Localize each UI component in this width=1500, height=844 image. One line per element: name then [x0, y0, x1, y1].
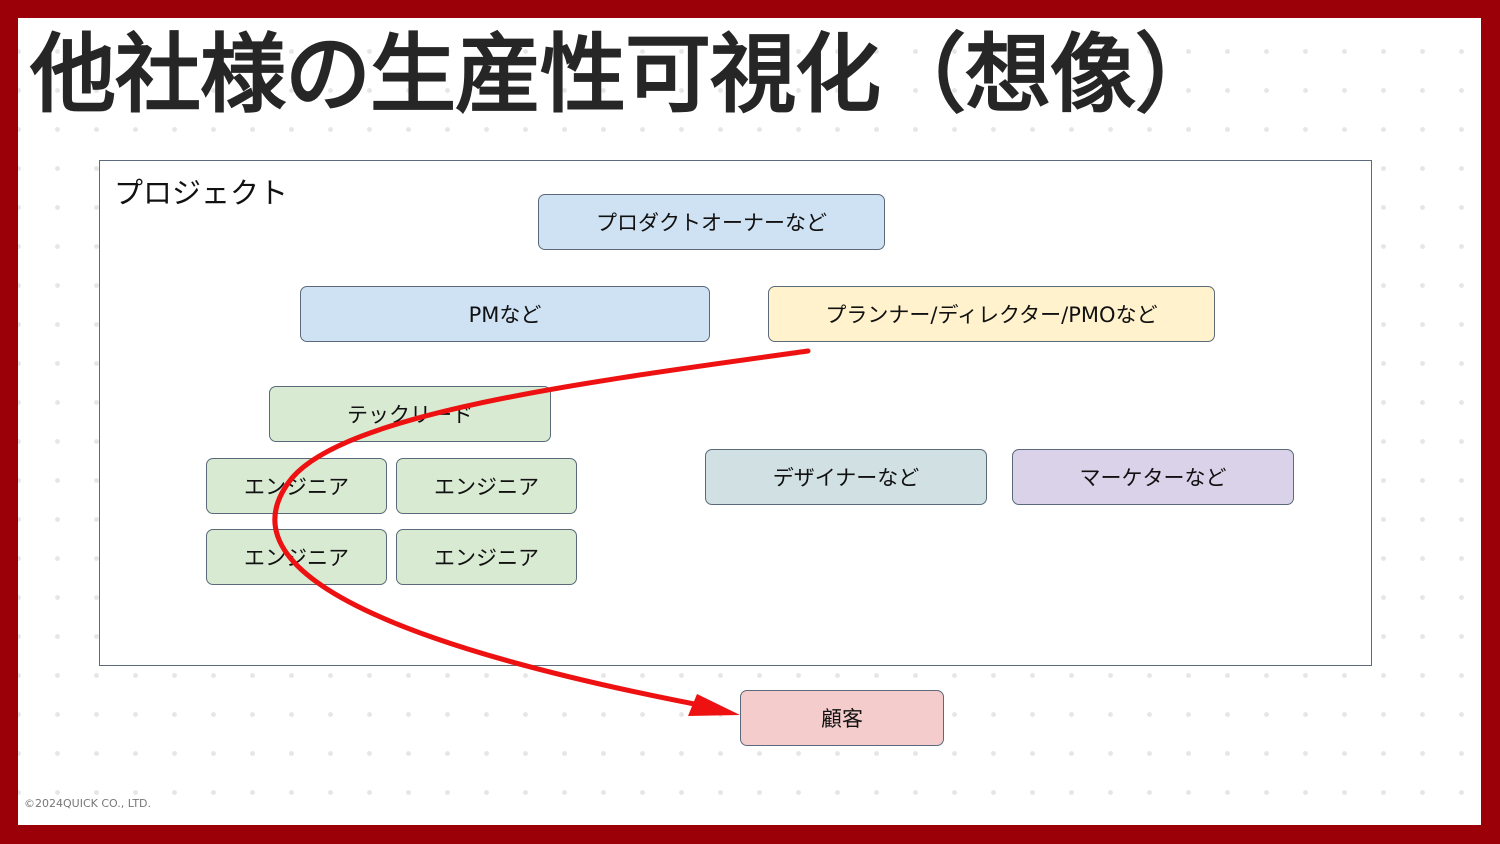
project-label: プロジェクト — [114, 176, 289, 210]
role-designer: デザイナーなど — [705, 449, 987, 505]
role-marketer: マーケターなど — [1012, 449, 1294, 505]
role-engineer-3: エンジニア — [206, 529, 387, 585]
role-planner-director-pmo: プランナー/ディレクター/PMOなど — [768, 286, 1215, 342]
role-pm: PMなど — [300, 286, 710, 342]
role-engineer-2: エンジニア — [396, 458, 577, 514]
arrowhead-icon — [688, 694, 740, 716]
slide: 他社様の生産性可視化（想像） プロジェクト プロダクトオーナーなど PMなど プ… — [18, 18, 1481, 825]
role-tech-lead: テックリード — [269, 386, 551, 442]
slide-title: 他社様の生産性可視化（想像） — [30, 25, 1221, 125]
customer-box: 顧客 — [740, 690, 944, 746]
role-engineer-4: エンジニア — [396, 529, 577, 585]
copyright-text: ©2024QUICK CO., LTD. — [24, 797, 152, 810]
role-product-owner: プロダクトオーナーなど — [538, 194, 885, 250]
role-engineer-1: エンジニア — [206, 458, 387, 514]
